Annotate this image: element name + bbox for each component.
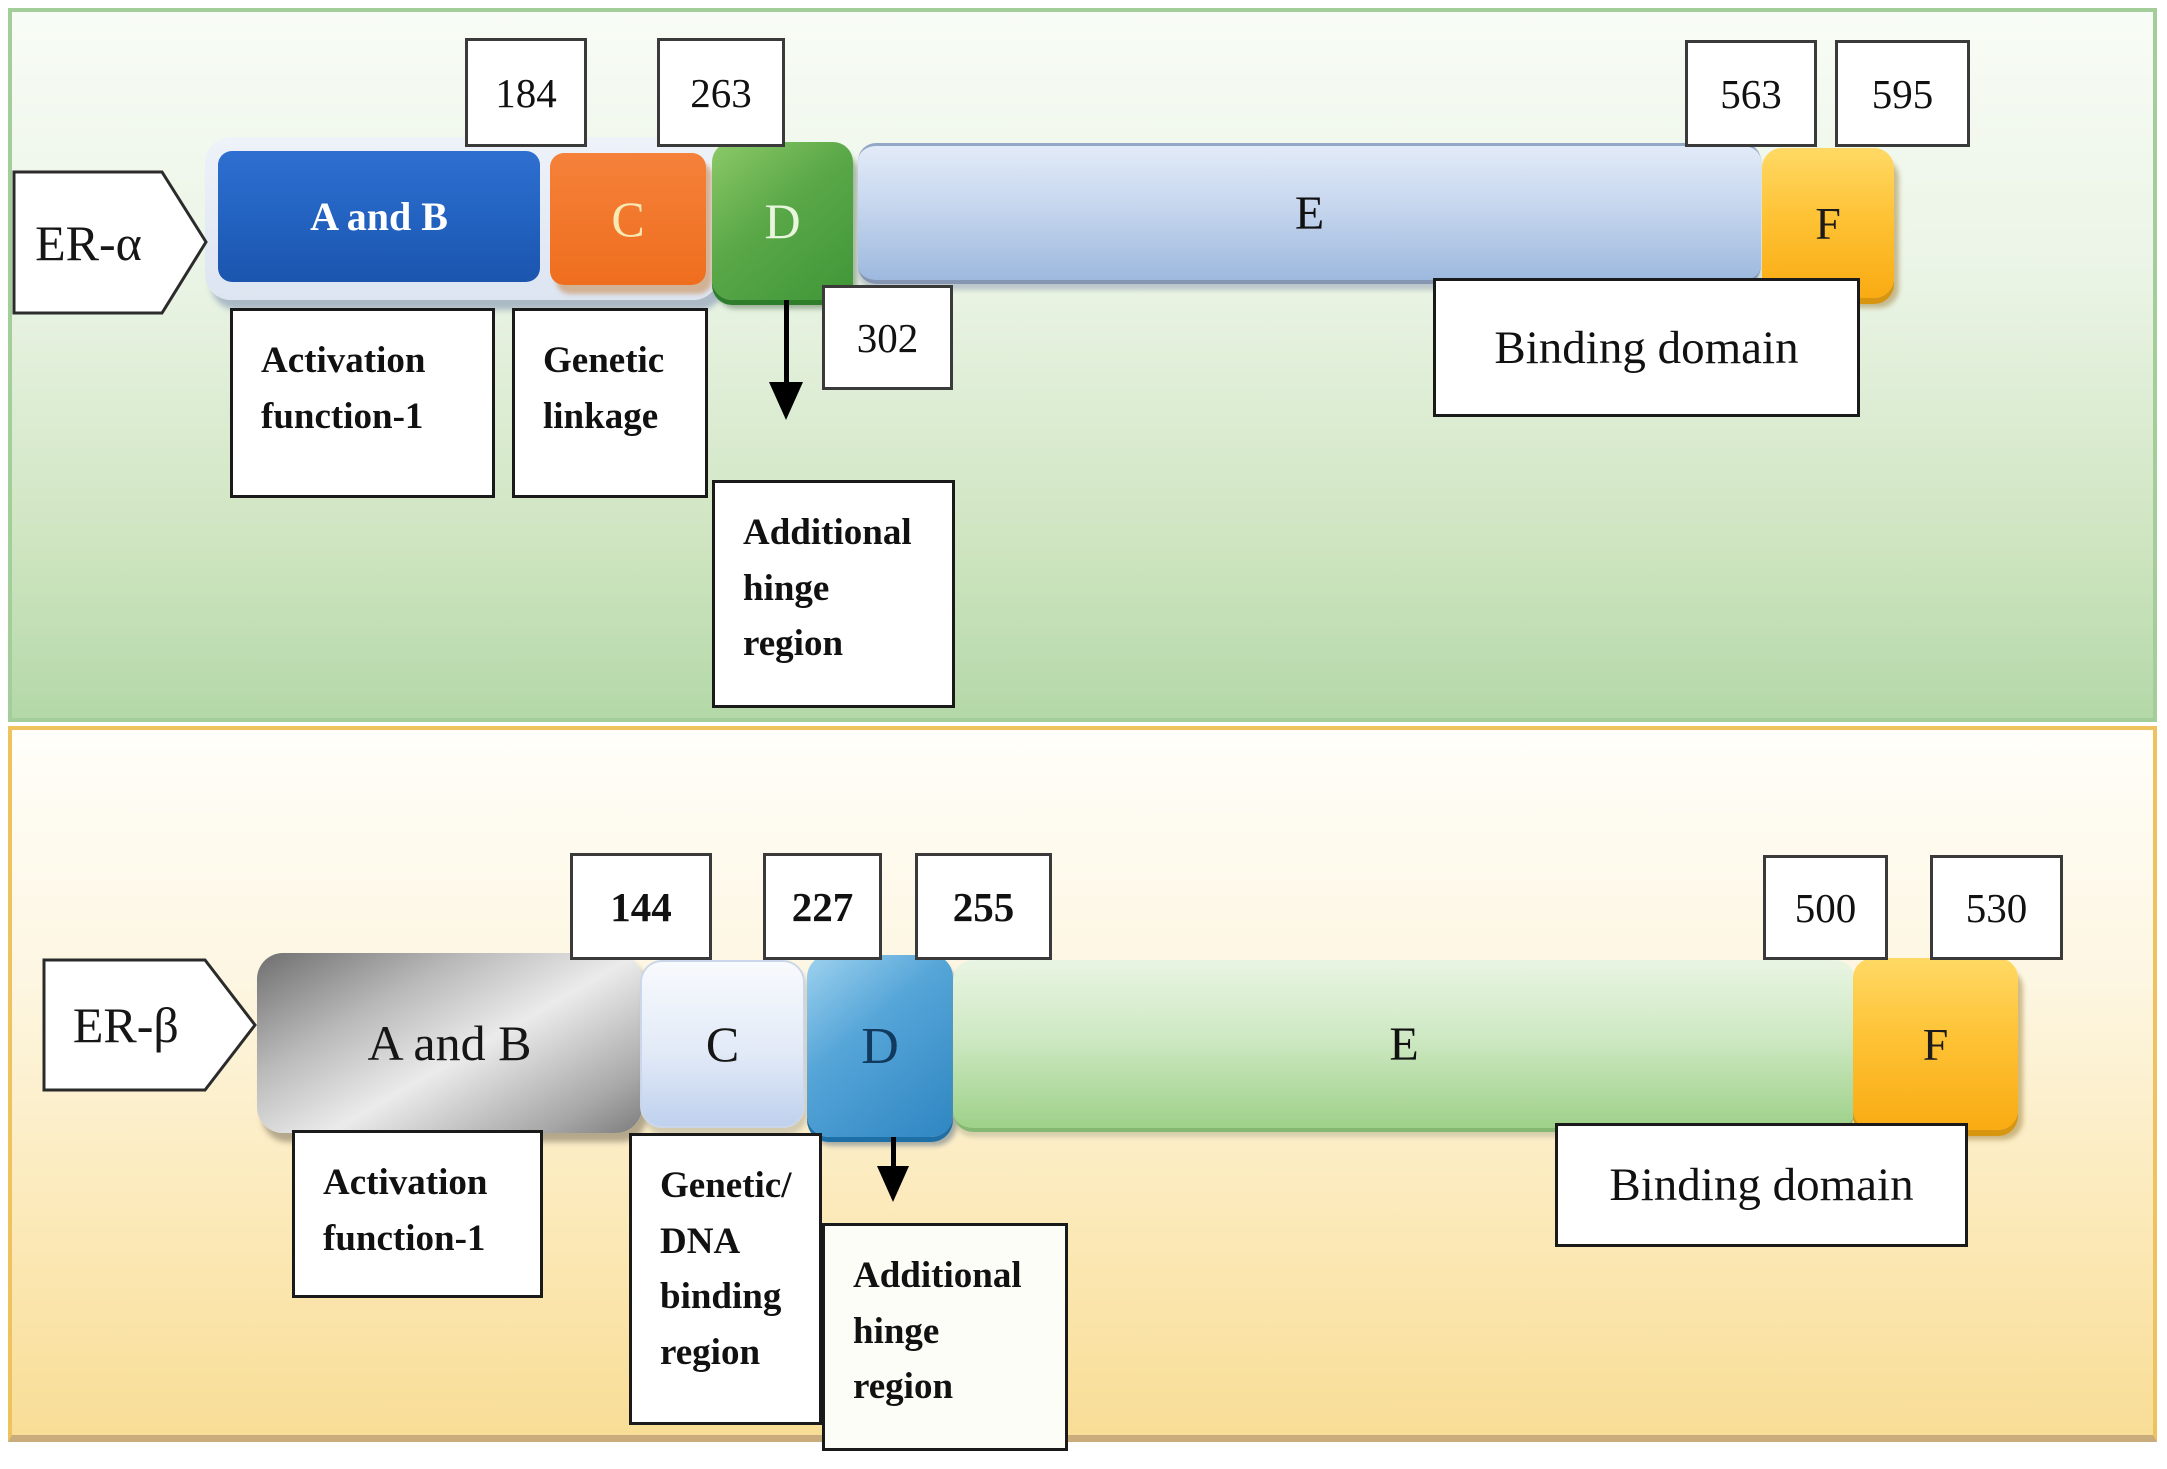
- er-alpha-residue-184-box: 184: [465, 38, 587, 147]
- label-line: Additional: [853, 1255, 1022, 1296]
- label-line: Additional: [743, 512, 912, 553]
- er-beta-residue-144: 144: [610, 883, 672, 930]
- er-beta-domain-c-label: C: [705, 1016, 740, 1072]
- label-line: Binding domain: [1609, 1159, 1914, 1211]
- er-alpha-domain-c-label: C: [611, 191, 645, 247]
- er-alpha-domain-f-label: F: [1815, 197, 1841, 249]
- er-beta-domain-a-and-b: A and B: [257, 953, 642, 1133]
- er-alpha-residue-263-box: 263: [657, 38, 785, 147]
- er-alpha-residue-563: 563: [1720, 70, 1782, 117]
- er-alpha-domain-a-and-b-label: A and B: [310, 194, 448, 239]
- er-beta-residue-500: 500: [1794, 884, 1857, 931]
- er-alpha-domain-a-and-b: A and B: [218, 151, 540, 282]
- er-beta-residue-530-box: 530: [1930, 855, 2063, 960]
- er-alpha-binding-domain-label: Binding domain: [1433, 278, 1860, 417]
- er-alpha-name: ER-α: [35, 214, 142, 271]
- er-alpha-residue-595: 595: [1871, 70, 1934, 117]
- er-alpha-residue-563-box: 563: [1685, 40, 1817, 147]
- er-alpha-activation-function-label: Activation function-1: [230, 308, 495, 498]
- er-alpha-pentagon-shape: [12, 170, 208, 315]
- er-alpha-domain-e: E: [858, 143, 1761, 284]
- er-beta-domain-d: D: [807, 955, 953, 1137]
- er-alpha-domain-e-label: E: [1294, 186, 1325, 240]
- er-beta-residue-227-box: 227: [763, 853, 882, 960]
- er-beta-domain-a-and-b-label: A and B: [367, 1015, 532, 1071]
- label-line: hinge: [853, 1310, 940, 1352]
- er-beta-residue-227: 227: [791, 883, 854, 930]
- er-alpha-residue-263: 263: [690, 69, 752, 116]
- er-beta-genetic-dna-binding-label: Genetic/ DNA binding region: [629, 1133, 822, 1425]
- er-beta-domain-c: C: [640, 960, 805, 1128]
- er-beta-domain-d-label: D: [861, 1017, 899, 1075]
- label-line: Activation: [261, 340, 426, 381]
- er-beta-residue-530: 530: [1965, 884, 2028, 931]
- label-line: function-1: [323, 1217, 486, 1259]
- er-beta-domain-e-label: E: [1389, 1017, 1419, 1071]
- label-line: Genetic: [543, 340, 665, 381]
- er-beta-residue-255: 255: [952, 883, 1015, 930]
- er-beta-hinge-arrow-shaft: [891, 1137, 896, 1169]
- er-alpha-hinge-arrow-shaft: [784, 300, 789, 384]
- er-beta-additional-hinge-label: Additional hinge region: [822, 1223, 1068, 1451]
- er-alpha-domain-d-label: D: [764, 193, 801, 249]
- label-line: function-1: [261, 395, 424, 437]
- label-line: region: [743, 623, 844, 664]
- er-alpha-domain-f: F: [1762, 148, 1894, 298]
- er-beta-residue-255-box: 255: [915, 853, 1052, 960]
- er-beta-pentagon-shape: [42, 958, 257, 1092]
- er-beta-tag: ER-β: [42, 958, 257, 1092]
- er-beta-residue-144-box: 144: [570, 853, 712, 960]
- label-line: hinge: [743, 567, 830, 609]
- er-beta-hinge-arrow-icon: [877, 1166, 909, 1202]
- er-alpha-genetic-linkage-label: Genetic linkage: [512, 308, 708, 498]
- er-beta-binding-domain-label: Binding domain: [1555, 1123, 1968, 1247]
- er-beta-domain-f: F: [1853, 958, 2018, 1130]
- er-alpha-hinge-arrow-icon: [769, 382, 803, 420]
- er-alpha-domain-c: C: [550, 153, 706, 285]
- er-beta-domain-f-label: F: [1922, 1018, 1949, 1070]
- er-alpha-residue-302: 302: [856, 314, 919, 361]
- er-beta-name: ER-β: [72, 997, 179, 1053]
- er-beta-domain-e: E: [953, 960, 1855, 1132]
- er-alpha-domain-d: D: [712, 142, 853, 300]
- label-line: linkage: [543, 395, 659, 437]
- label-line: DNA: [660, 1220, 741, 1262]
- label-line: region: [660, 1331, 761, 1373]
- label-line: region: [853, 1366, 954, 1407]
- er-alpha-additional-hinge-label: Additional hinge region: [712, 480, 955, 708]
- er-alpha-residue-595-box: 595: [1835, 40, 1970, 147]
- er-alpha-residue-302-box: 302: [822, 285, 953, 390]
- er-alpha-residue-184: 184: [495, 69, 557, 116]
- label-line: Activation: [323, 1162, 488, 1203]
- er-beta-residue-500-box: 500: [1763, 855, 1888, 960]
- label-line: Genetic/: [660, 1165, 792, 1206]
- er-alpha-tag: ER-α: [12, 170, 208, 315]
- label-line: Binding domain: [1494, 321, 1799, 374]
- label-line: binding: [660, 1276, 782, 1317]
- er-beta-activation-function-label: Activation function-1: [292, 1130, 543, 1298]
